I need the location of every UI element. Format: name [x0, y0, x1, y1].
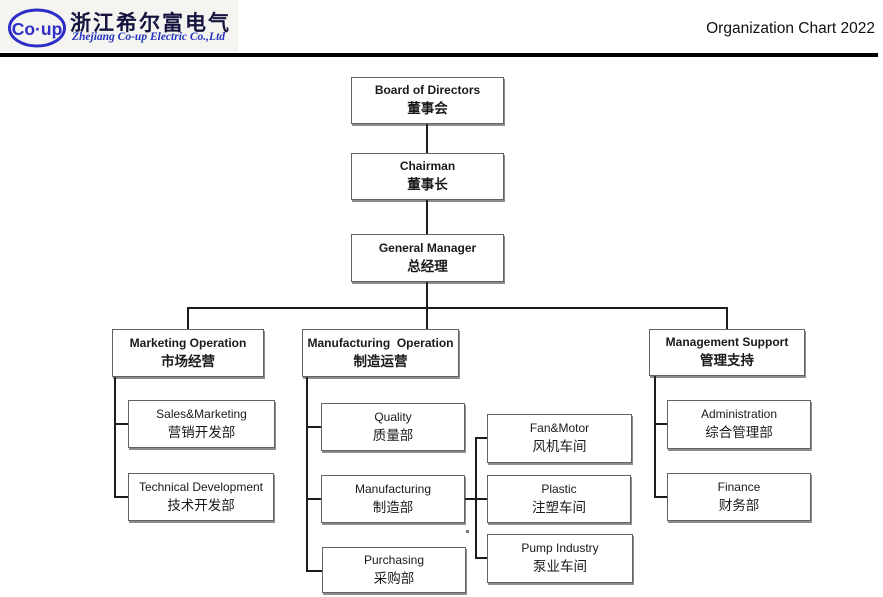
- org-node-administration: Administration 综合管理部: [667, 400, 811, 449]
- connector-drop-support: [726, 307, 728, 330]
- node-label-cn: 总经理: [407, 258, 448, 274]
- node-label-cn: 管理支持: [700, 353, 754, 369]
- org-node-purchasing: Purchasing 采购部: [322, 547, 466, 593]
- org-node-manufacturing-dept: Manufacturing 制造部: [321, 475, 465, 523]
- node-label-cn: 泵业车间: [533, 559, 587, 575]
- org-node-technical-development: Technical Development 技术开发部: [128, 473, 274, 521]
- node-label-cn: 营销开发部: [167, 424, 236, 440]
- connector-board-chairman: [426, 124, 428, 153]
- node-label-cn: 综合管理部: [705, 425, 773, 441]
- org-node-pump-industry: Pump Industry 泵业车间: [487, 534, 633, 583]
- node-label-en: Finance: [717, 479, 761, 494]
- connector-stub-quality: [306, 426, 321, 428]
- connector-stub-finance: [654, 496, 667, 498]
- org-node-chairman: Chairman 董事长: [351, 153, 504, 200]
- node-label-en: Plastic: [541, 481, 577, 496]
- connector-mfg-to-plastic: [465, 498, 487, 500]
- connector-horizontal-bar: [187, 307, 728, 309]
- org-node-board-of-directors: Board of Directors 董事会: [351, 77, 504, 124]
- node-label-en: Marketing Operation: [129, 335, 247, 350]
- node-label-en: Chairman: [399, 159, 456, 174]
- org-node-management-support: Management Support 管理支持: [649, 329, 805, 376]
- connector-stub-purchasing: [306, 570, 322, 572]
- company-name-english: Zhejiang Co-up Electric Co.,Ltd: [72, 31, 226, 43]
- node-label-en: Purchasing: [363, 552, 425, 567]
- node-label-en: Management Support: [665, 335, 789, 350]
- node-label-en: Sales&Marketing: [156, 406, 247, 421]
- connector-chairman-gm: [426, 200, 428, 234]
- connector-gm-down: [426, 282, 428, 330]
- org-node-general-manager: General Manager 总经理: [351, 234, 504, 282]
- connector-marketing-trunk: [114, 377, 116, 498]
- node-label-cn: 技术开发部: [167, 497, 235, 513]
- org-node-quality: Quality 质量部: [321, 403, 465, 451]
- node-label-cn: 质量部: [372, 427, 414, 443]
- org-node-sales-marketing: Sales&Marketing 营销开发部: [128, 400, 275, 448]
- connector-manufacturing-trunk: [306, 377, 308, 572]
- org-node-fan-motor: Fan&Motor 风机车间: [487, 414, 632, 463]
- company-name-chinese: 浙江希尔富电气: [70, 12, 231, 35]
- connector-stub-fanmotor: [475, 437, 487, 439]
- node-label-en: General Manager: [378, 240, 477, 255]
- connector-stub-mfg-dept: [306, 498, 321, 500]
- node-label-en: Manufacturing Operation: [307, 335, 454, 350]
- org-node-manufacturing-operation: Manufacturing Operation 制造运营: [302, 329, 459, 377]
- connector-support-trunk: [654, 376, 656, 497]
- header-divider-line: [0, 53, 878, 57]
- node-label-en: Fan&Motor: [529, 421, 590, 436]
- node-label-cn: 市场经营: [161, 353, 215, 369]
- node-label-cn: 制造运营: [353, 353, 408, 369]
- connector-stub-pump: [475, 557, 487, 559]
- coup-logo-text: Co·up: [12, 19, 63, 39]
- node-label-cn: 财务部: [718, 497, 760, 513]
- connector-stub-sales: [114, 423, 128, 425]
- connector-stub-admin: [654, 423, 667, 425]
- company-logo: Co·up 浙江希尔富电气 Zhejiang Co-up Electric Co…: [0, 0, 238, 52]
- node-label-en: Manufacturing: [354, 481, 432, 496]
- node-label-cn: 采购部: [373, 570, 415, 586]
- page-title: Organization Chart 2022: [706, 20, 875, 37]
- node-label-cn: 风机车间: [532, 439, 587, 455]
- org-node-marketing-operation: Marketing Operation 市场经营: [112, 329, 264, 377]
- org-node-plastic: Plastic 注塑车间: [487, 475, 631, 523]
- connector-stub-techdev: [114, 496, 128, 498]
- node-label-cn: 董事会: [407, 101, 448, 117]
- node-label-en: Quality: [374, 409, 412, 424]
- node-label-en: Pump Industry: [521, 541, 599, 556]
- node-label-cn: 制造部: [372, 499, 414, 515]
- node-label-cn: 注塑车间: [532, 499, 586, 515]
- stray-dot-mark: [466, 530, 469, 533]
- org-node-finance: Finance 财务部: [667, 473, 811, 521]
- coup-logo-icon: Co·up: [8, 8, 66, 48]
- node-label-cn: 董事长: [407, 177, 448, 193]
- node-label-en: Administration: [700, 407, 778, 422]
- node-label-en: Board of Directors: [374, 83, 481, 98]
- node-label-en: Technical Development: [138, 479, 264, 494]
- connector-drop-marketing: [187, 307, 189, 330]
